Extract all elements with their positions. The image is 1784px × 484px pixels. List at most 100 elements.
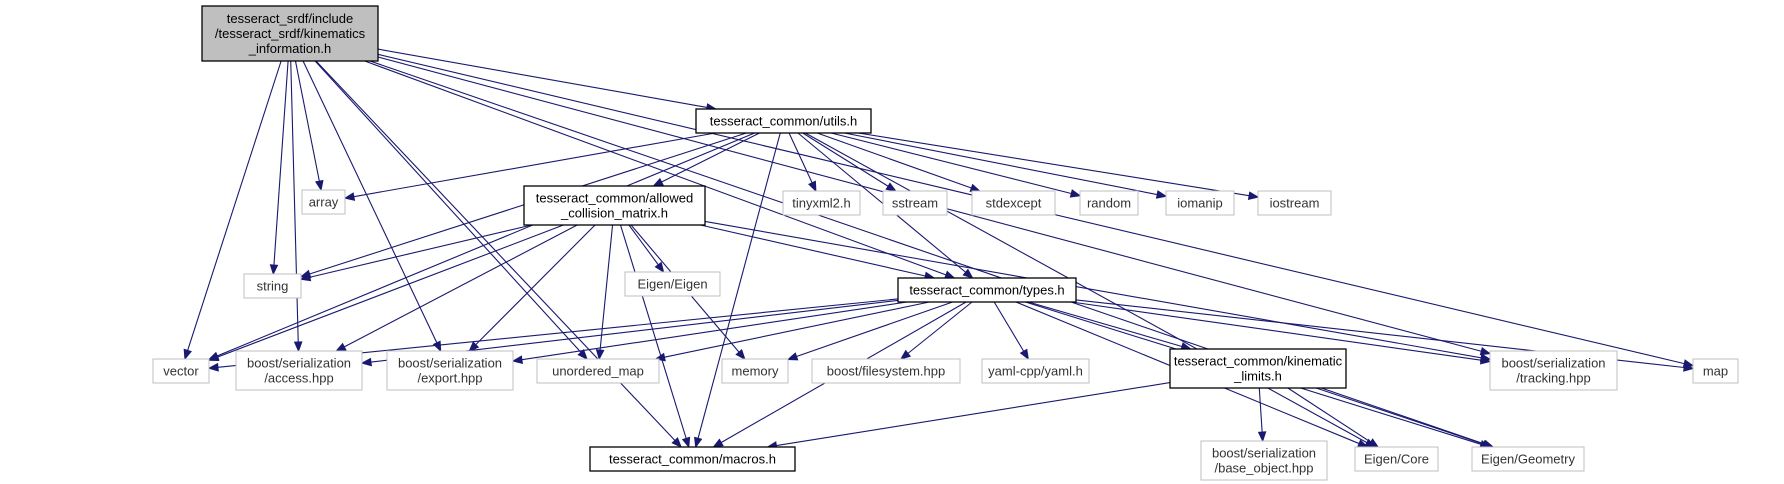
node-box[interactable]	[589, 446, 796, 472]
node-box	[1471, 446, 1585, 472]
arrowhead	[335, 342, 347, 352]
edge-acm-to-umap	[595, 224, 614, 361]
edge-line	[309, 224, 532, 278]
node-label: Eigen/Core	[1364, 452, 1429, 467]
arrowhead	[468, 341, 480, 352]
arrowhead	[595, 349, 605, 361]
edge-line	[1071, 301, 1482, 361]
arrowhead	[681, 436, 691, 449]
edge-line	[364, 60, 947, 276]
edge-line	[217, 224, 564, 358]
node-map: map	[1692, 358, 1739, 384]
edge-line	[619, 224, 687, 439]
node-box[interactable]	[523, 185, 706, 226]
node-macros[interactable]: tesseract_common/macros.h	[589, 446, 796, 472]
edge-line	[599, 224, 614, 351]
node-label: tesseract_common/utils.h	[710, 114, 857, 129]
edge-line	[628, 224, 659, 266]
edge-line	[1028, 301, 1183, 348]
node-label: string	[257, 279, 289, 294]
node-iostream: iostream	[1257, 190, 1332, 216]
edge-utils-to-iostream	[858, 132, 1260, 200]
node-label: /base_object.hpp	[1214, 461, 1313, 476]
node-label: Eigen/Geometry	[1481, 452, 1575, 467]
node-box	[971, 190, 1056, 216]
edge-line	[858, 132, 1250, 197]
node-label: _information.h	[248, 41, 331, 56]
node-kinlim[interactable]: tesseract_common/kinematic_limits.h	[1169, 348, 1347, 389]
edge-root-to-export	[302, 60, 442, 353]
edge-root-to-geometry	[369, 60, 1495, 449]
edge-utils-to-types	[797, 132, 974, 279]
node-label: tesseract_common/allowed	[536, 191, 694, 206]
arrowhead	[343, 192, 356, 201]
arrowhead	[712, 438, 724, 448]
arrowhead	[943, 270, 956, 279]
edge-line	[797, 132, 966, 273]
edge-kinlim-to-baseobj	[1257, 387, 1267, 443]
node-box[interactable]	[897, 277, 1077, 303]
arrowhead	[269, 264, 279, 276]
arrowhead	[1247, 191, 1260, 200]
node-random: random	[1079, 190, 1139, 216]
edge-acm-to-eigen	[628, 224, 665, 274]
edge-types-to-kinlim	[1028, 301, 1192, 351]
node-box	[981, 358, 1090, 384]
arrowhead	[694, 436, 703, 449]
edge-acm-to-string	[299, 224, 532, 282]
edge-root-to-vector	[183, 60, 282, 361]
arrowhead	[207, 362, 219, 372]
edge-utils-to-array	[343, 132, 716, 201]
node-label: boost/serialization	[1501, 356, 1605, 371]
edge-line	[661, 132, 760, 183]
node-baseobj: boost/serialization/base_object.hpp	[1200, 440, 1328, 481]
node-label: tesseract_srdf/include	[227, 11, 353, 26]
node-iomanip: iomanip	[1165, 190, 1235, 216]
edge-root-to-string	[269, 60, 289, 276]
edge-line	[788, 132, 813, 184]
edge-line	[704, 220, 1482, 359]
node-label: boost/serialization	[398, 356, 502, 371]
node-utils[interactable]: tesseract_common/utils.h	[695, 108, 872, 134]
node-acm[interactable]: tesseract_common/allowed_collision_matri…	[523, 185, 706, 226]
arrowhead	[962, 268, 974, 279]
edge-utils-to-iomanip	[844, 132, 1168, 199]
arrowhead	[808, 180, 817, 193]
node-types[interactable]: tesseract_common/types.h	[897, 277, 1077, 303]
edge-root-to-access	[290, 60, 303, 353]
edge-line	[700, 224, 926, 277]
node-box[interactable]	[695, 108, 872, 134]
edge-line	[290, 60, 299, 343]
edge-root-to-array	[294, 60, 324, 192]
arrowhead	[654, 261, 665, 274]
edge-utils-to-macros	[694, 132, 781, 449]
node-box[interactable]	[1169, 348, 1347, 389]
edge-kinlim-to-macros	[766, 382, 1171, 450]
edge-utils-to-sstream	[802, 132, 897, 192]
node-label: vector	[163, 364, 199, 379]
node-box	[721, 358, 789, 384]
node-label: iostream	[1270, 196, 1320, 211]
node-box	[624, 271, 721, 297]
node-root[interactable]: tesseract_srdf/include/tesseract_srdf/ki…	[201, 5, 379, 62]
node-label: boost/filesystem.hpp	[827, 364, 946, 379]
node-box[interactable]	[201, 5, 379, 62]
node-label: sstream	[892, 196, 938, 211]
edge-line	[802, 132, 889, 187]
node-box	[1489, 350, 1618, 391]
node-label: /access.hpp	[264, 371, 333, 386]
arrowhead	[1683, 363, 1695, 372]
edge-line	[1316, 387, 1484, 445]
arrowhead	[1480, 355, 1492, 365]
edge-line	[377, 48, 708, 108]
arrowhead	[299, 272, 312, 282]
edge-line	[776, 382, 1171, 447]
node-box	[243, 273, 302, 299]
edge-line	[353, 132, 716, 198]
edge-types-to-memory	[786, 301, 953, 361]
edge-line	[314, 60, 582, 353]
node-label: _collision_matrix.h	[560, 206, 668, 221]
edge-types-to-export	[511, 301, 908, 364]
node-label: iomanip	[1177, 196, 1223, 211]
edge-line	[521, 301, 908, 361]
